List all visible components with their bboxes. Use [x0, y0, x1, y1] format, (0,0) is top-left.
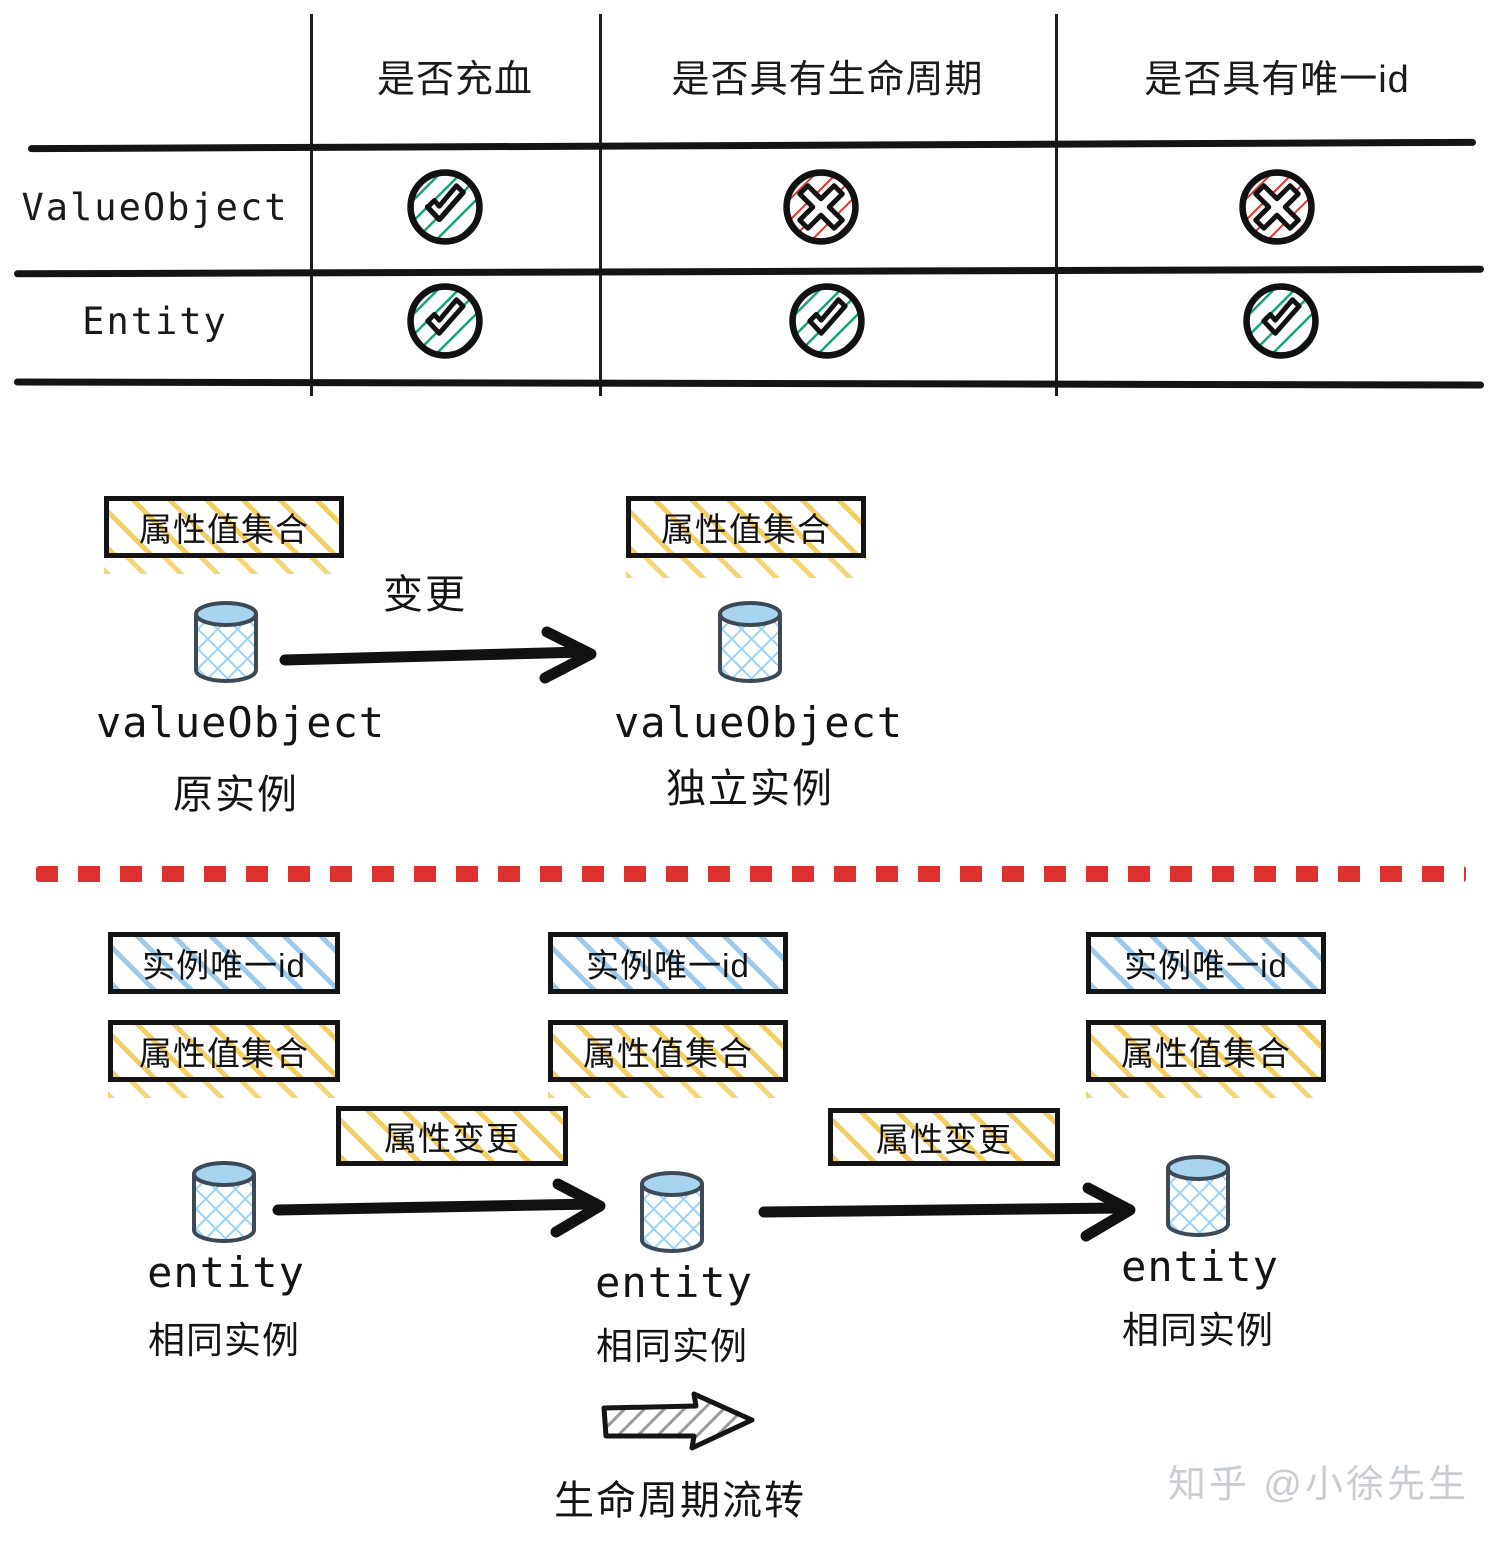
- table-vline-2: [599, 14, 602, 396]
- attribute-box-label: 属性值集合: [661, 511, 831, 548]
- table-row-label-entity: Entity: [82, 300, 228, 343]
- check-icon: [786, 280, 868, 362]
- blue-hatch-fill: [553, 937, 783, 989]
- check-icon: [404, 280, 486, 362]
- entity-name-3: entity: [1121, 1242, 1279, 1291]
- transition-label: 变更: [383, 573, 467, 617]
- entity-id-label: 实例唯一id: [586, 947, 750, 984]
- entity-sub-3: 相同实例: [1122, 1310, 1274, 1351]
- table-hline-bottom: [13, 378, 1485, 389]
- entity-transition-label: 属性变更: [384, 1120, 520, 1157]
- table-hline-mid: [13, 265, 1485, 278]
- table-column-header-1: 是否充血: [376, 59, 533, 101]
- table-hline-header: [27, 138, 1477, 153]
- entity-transition-arrow-1: [272, 1178, 626, 1238]
- database-cylinder-icon: [1160, 1152, 1236, 1240]
- entity-attr-box-1: 属性值集合: [108, 1020, 340, 1082]
- database-cylinder-icon: [188, 598, 264, 686]
- transition-arrow: [279, 626, 609, 684]
- watermark: 知乎 @小徐先生: [1167, 1464, 1469, 1506]
- yellow-hatch-fill: [1091, 1025, 1321, 1077]
- cross-icon: [780, 166, 862, 248]
- table-row-label-valueobject: ValueObject: [21, 186, 289, 229]
- value-object-left-sub: 原实例: [173, 773, 299, 817]
- check-icon: [1240, 280, 1322, 362]
- attribute-box-label: 属性值集合: [139, 511, 309, 548]
- entity-sub-1: 相同实例: [148, 1320, 300, 1361]
- entity-attr-box-2: 属性值集合: [548, 1020, 788, 1082]
- attribute-box-right: 属性值集合: [626, 496, 866, 558]
- database-cylinder-icon: [634, 1168, 710, 1256]
- table-vline-1: [310, 14, 313, 396]
- lifecycle-flow-arrow-icon: [600, 1391, 758, 1454]
- yellow-hatch-fill: [113, 1025, 335, 1077]
- entity-transition-box-2: 属性变更: [828, 1108, 1060, 1166]
- lifecycle-legend-label: 生命周期流转: [554, 1479, 806, 1523]
- blue-hatch-fill: [113, 937, 335, 989]
- entity-id-box-2: 实例唯一id: [548, 932, 788, 994]
- section-divider: [36, 866, 1466, 882]
- entity-sub-2: 相同实例: [596, 1326, 748, 1367]
- entity-name-2: entity: [595, 1258, 753, 1307]
- entity-id-box-1: 实例唯一id: [108, 932, 340, 994]
- yellow-hatch-fill: [109, 501, 339, 553]
- check-icon: [404, 166, 486, 248]
- database-cylinder-icon: [712, 598, 788, 686]
- entity-transition-label: 属性变更: [876, 1121, 1012, 1158]
- entity-attr-label: 属性值集合: [139, 1035, 309, 1072]
- value-object-right-sub: 独立实例: [666, 767, 834, 811]
- entity-attr-label: 属性值集合: [1121, 1035, 1291, 1072]
- entity-transition-box-1: 属性变更: [336, 1106, 568, 1166]
- entity-attr-label: 属性值集合: [583, 1035, 753, 1072]
- entity-name-1: entity: [147, 1248, 305, 1297]
- blue-hatch-fill: [1091, 937, 1321, 989]
- value-object-left-name: valueObject: [96, 698, 386, 747]
- attribute-box-left: 属性值集合: [104, 496, 344, 558]
- value-object-right-name: valueObject: [614, 698, 904, 747]
- table-column-header-2: 是否具有生命周期: [671, 59, 984, 101]
- database-cylinder-icon: [186, 1158, 262, 1246]
- table-vline-3: [1055, 14, 1058, 396]
- cross-icon: [1236, 166, 1318, 248]
- entity-attr-box-3: 属性值集合: [1086, 1020, 1326, 1082]
- yellow-hatch-fill: [631, 501, 861, 553]
- yellow-hatch-fill: [553, 1025, 783, 1077]
- entity-transition-arrow-2: [758, 1182, 1162, 1242]
- entity-id-label: 实例唯一id: [1124, 947, 1288, 984]
- yellow-hatch-fill: [341, 1111, 563, 1161]
- entity-id-label: 实例唯一id: [142, 947, 306, 984]
- table-column-header-3: 是否具有唯一id: [1144, 59, 1410, 101]
- entity-id-box-3: 实例唯一id: [1086, 932, 1326, 994]
- yellow-hatch-fill: [833, 1113, 1055, 1161]
